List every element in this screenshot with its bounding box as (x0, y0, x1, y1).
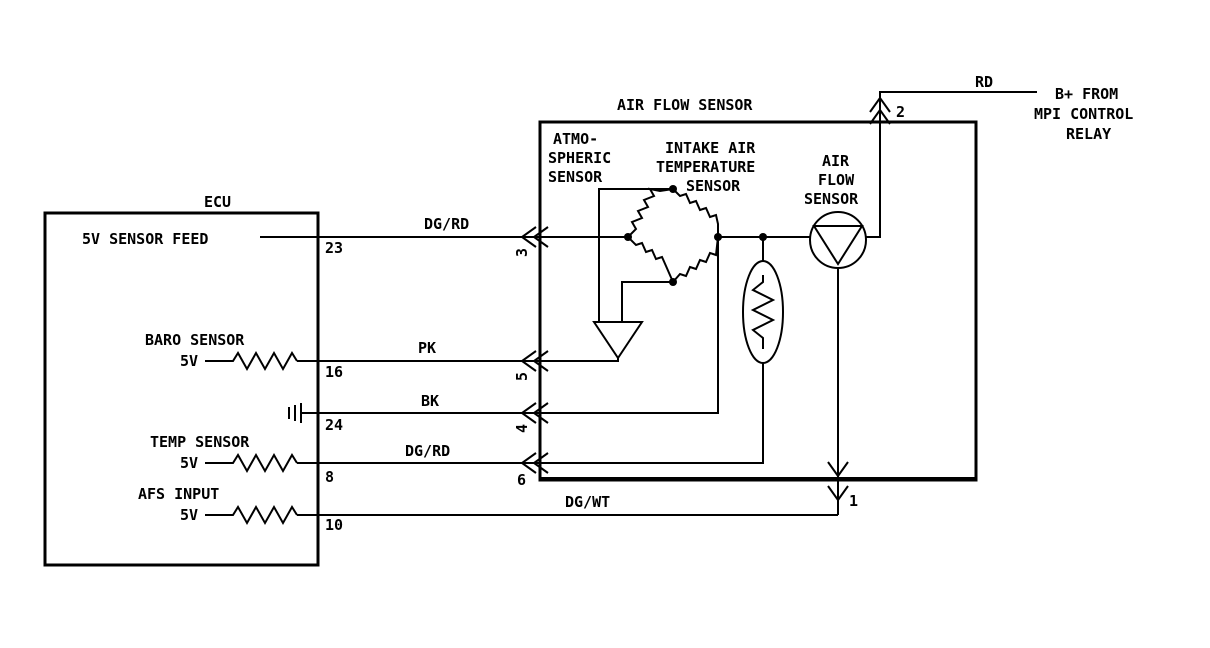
afs-wire-amp-to-pin5 (540, 358, 619, 362)
connector-chevron-2 (869, 96, 891, 125)
ecu-title: ECU (204, 193, 231, 211)
connector-chevron-6 (520, 452, 549, 474)
connector-chevron-5 (520, 350, 549, 372)
afs-pin-5: 5 (513, 372, 531, 381)
wire-label-dg-rd-top: DG/RD (424, 215, 469, 233)
afs-wire-sensor-to-pin2 (866, 91, 1037, 238)
atmo-amplifier-triangle (592, 321, 644, 360)
ecu-pin-8: 8 (325, 468, 334, 486)
baro-pullup-resistor (205, 350, 298, 372)
airflow-label-2: FLOW (818, 171, 855, 189)
afs-wire-bridge-right-to-pin4 (540, 237, 719, 414)
connector-chevron-1 (827, 461, 849, 502)
wire-label-dg-rd-bottom: DG/RD (405, 442, 450, 460)
ecu-sensor-feed-label: 5V SENSOR FEED (82, 230, 208, 248)
ecu-pin-16: 16 (325, 363, 343, 381)
ecu-5v-label-baro: 5V (180, 352, 198, 370)
ground-icon (288, 403, 302, 423)
afs-wire-thermistor-to-pin6 (540, 363, 764, 464)
ecu-box (43, 211, 320, 567)
afs-pin-3: 3 (513, 248, 531, 257)
wire-label-dg-wt: DG/WT (565, 493, 610, 511)
atmo-label-3: SENSOR (548, 168, 603, 186)
afs-title: AIR FLOW SENSOR (617, 96, 753, 114)
supply-label-1: B+ FROM (1055, 85, 1118, 103)
ecu-pin-23: 23 (325, 239, 343, 257)
ecu-afs-label: AFS INPUT (138, 485, 219, 503)
ecu-5v-label-temp: 5V (180, 454, 198, 472)
ecu-temp-label: TEMP SENSOR (150, 433, 250, 451)
intake-air-temp-bridge (627, 187, 719, 283)
afs-pin-2: 2 (896, 103, 905, 121)
temp-pullup-resistor (205, 452, 298, 474)
afs-pin-6: 6 (517, 471, 526, 489)
afs-pin-1: 1 (849, 492, 858, 510)
airflow-label-3: SENSOR (804, 190, 859, 208)
ecu-pin-24: 24 (325, 416, 343, 434)
ecu-5v-label-afs: 5V (180, 506, 198, 524)
afs-wire-bridge-top-to-amp (598, 188, 673, 322)
connector-chevron-4 (520, 402, 549, 424)
airflow-sensor-circle (809, 211, 867, 269)
intake-label-3: SENSOR (686, 177, 741, 195)
airflow-sensor-triangle (812, 225, 864, 266)
afs-box (538, 120, 978, 482)
wire-label-rd: RD (975, 73, 993, 91)
intake-label-1: INTAKE AIR (665, 139, 756, 157)
atmo-label-2: SPHERIC (548, 149, 611, 167)
airflow-label-1: AIR (822, 152, 850, 170)
intake-label-2: TEMPERATURE (656, 158, 755, 176)
ecu-pin-10: 10 (325, 516, 343, 534)
afs-pin-4: 4 (513, 424, 531, 433)
wire-label-pk: PK (418, 339, 436, 357)
supply-label-3: RELAY (1066, 125, 1111, 143)
atmo-label-1: ATMO- (553, 130, 598, 148)
thermistor-zigzag (750, 275, 776, 349)
connector-chevron-3 (520, 226, 549, 248)
afs-pullup-resistor (205, 504, 298, 526)
supply-label-2: MPI CONTROL (1034, 105, 1133, 123)
afs-wire-bridge-bottom-to-amp (621, 281, 673, 322)
ecu-baro-label: BARO SENSOR (145, 331, 245, 349)
wire-label-bk: BK (421, 392, 439, 410)
